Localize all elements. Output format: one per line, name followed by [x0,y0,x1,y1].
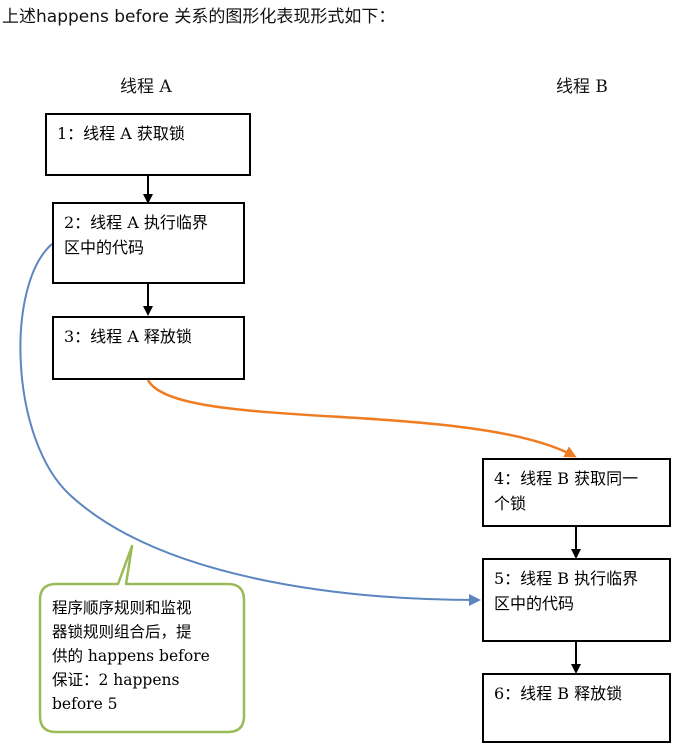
thread-a-title: 线程 A [120,77,172,97]
step-4-line-1: 4：线程 B 获取同一 [494,469,639,488]
step-3-box: 3：线程 A 释放锁 [52,316,245,380]
step-3-line-1: 3：线程 A 释放锁 [64,327,192,346]
step-4-line-2: 个锁 [494,494,527,513]
step-2-box: 2：线程 A 执行临界 区中的代码 [52,202,245,284]
step-6-line-1: 6：线程 B 释放锁 [494,684,623,703]
callout-line-1: 程序顺序规则和监视 [52,599,192,617]
step-2-line-2: 区中的代码 [64,238,145,257]
step-6-box: 6：线程 B 释放锁 [482,673,671,743]
step-2-line-1: 2：线程 A 执行临界 [64,213,208,232]
callout-bubble [38,544,246,734]
step-1-line-1: 1：线程 A 获取锁 [57,124,185,143]
callout-line-5: before 5 [52,695,118,713]
callout-line-2: 器锁规则组合后，提 [52,623,192,641]
step-1-box: 1：线程 A 获取锁 [45,113,251,176]
intro-text: 上述happens before 关系的图形化表现形式如下： [2,7,396,27]
step-5-line-1: 5：线程 B 执行临界 [494,569,639,588]
callout-line-4: 保证：2 happens [52,671,180,689]
arrow-2-to-5 [19,243,481,606]
arrow-3-to-4 [146,379,577,458]
step-5-box: 5：线程 B 执行临界 区中的代码 [482,558,671,642]
callout-line-3: 供的 happens before [52,647,210,665]
callout-text: 程序顺序规则和监视 器锁规则组合后，提 供的 happens before 保证… [52,596,232,716]
thread-b-title: 线程 B [556,77,608,97]
step-4-box: 4：线程 B 获取同一 个锁 [482,458,671,527]
step-5-line-2: 区中的代码 [494,594,575,613]
